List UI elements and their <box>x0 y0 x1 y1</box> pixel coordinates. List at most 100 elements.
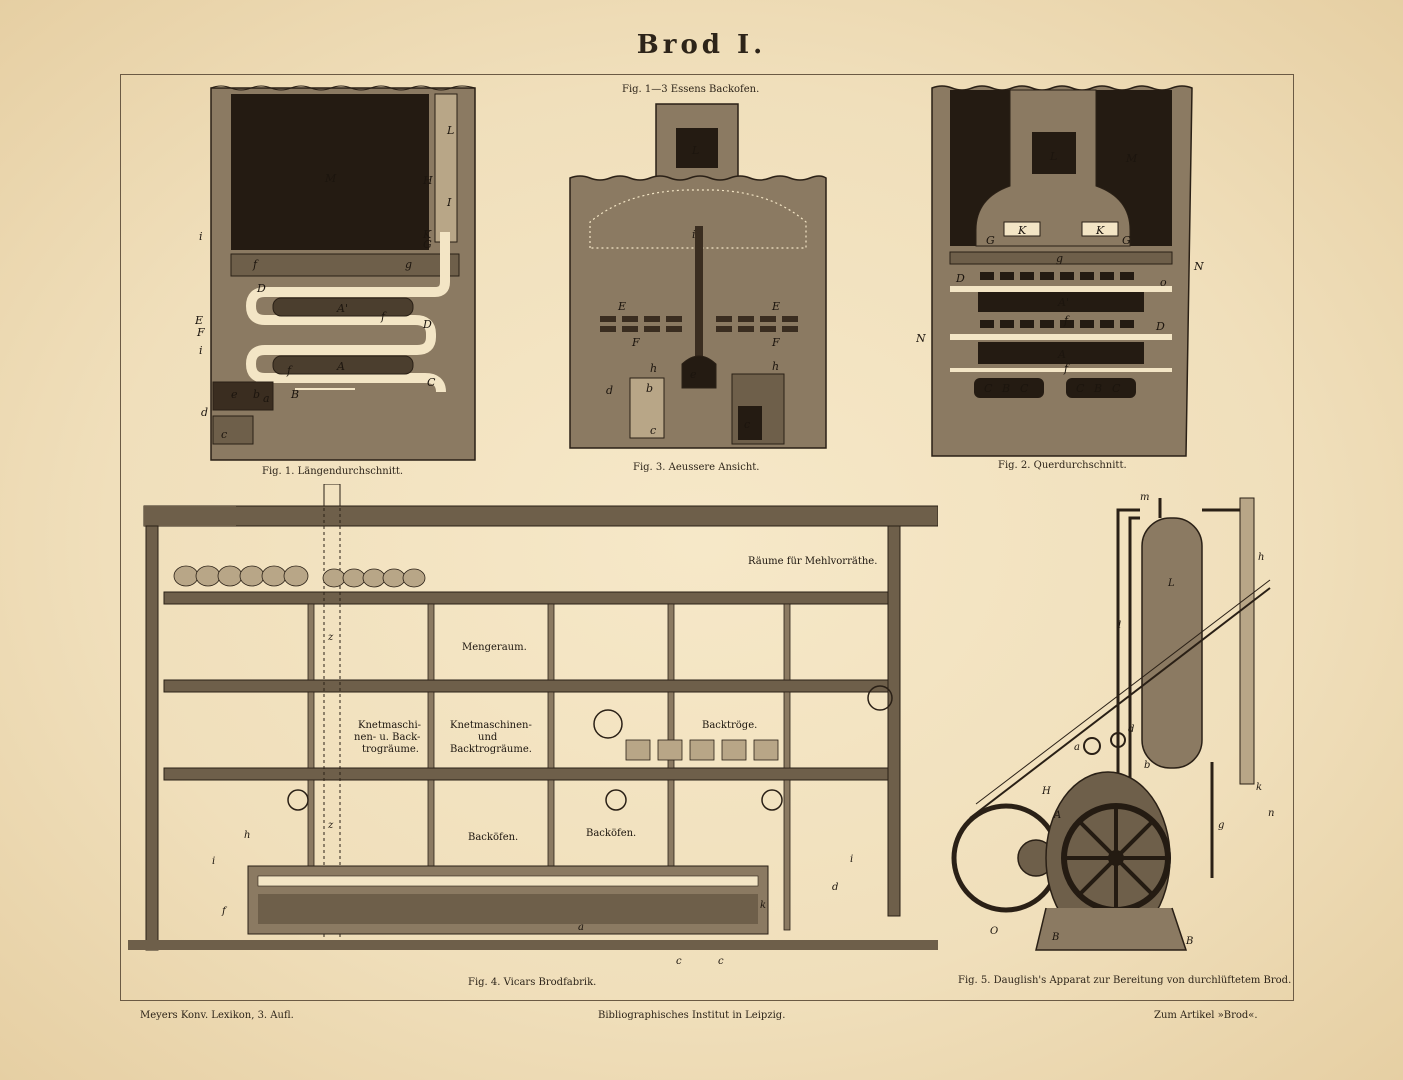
fig3-label: c <box>650 424 656 437</box>
fig4-room-label: Backöfen. <box>468 832 518 843</box>
fig2-label: G <box>1122 234 1131 247</box>
fig2-label: g <box>1056 252 1063 265</box>
fig4-label: i <box>212 856 215 867</box>
fig3-label: d <box>606 384 613 397</box>
fig1-label: i <box>199 344 203 357</box>
fig5-diagonal-rope <box>969 587 1271 819</box>
fig2-line-d2 <box>950 334 1172 340</box>
fig5-label: L <box>1167 578 1175 589</box>
fig5-label: h <box>1258 552 1264 563</box>
fig2-diagram: L M K K G G g N D o A' f D N A f C B C C… <box>916 85 1204 457</box>
fig4-label: z <box>327 820 334 831</box>
fig4-label: h <box>244 830 250 841</box>
fig4-label: c <box>718 956 724 967</box>
fig2-label: C <box>1020 382 1029 395</box>
fig1-label: i <box>199 230 203 243</box>
fig4-right-wall <box>887 525 901 917</box>
fig4-sacks <box>173 565 426 588</box>
fig2-k-right <box>1081 221 1119 237</box>
fig5-tank-spokes <box>1064 806 1168 910</box>
fig1-label: g <box>405 258 412 271</box>
fig3-label: L <box>691 144 699 157</box>
fig1-label: f <box>252 258 259 271</box>
fig5-diagonal-rope-2 <box>975 579 1271 805</box>
fig4-room-label: Mengeraum. <box>462 642 527 653</box>
fig5-valve-a <box>1083 737 1101 755</box>
fig4-room-label: Knetmaschinen- <box>450 720 532 731</box>
fig1-label: a <box>263 392 270 405</box>
fig5-label: g <box>1218 820 1224 831</box>
fig1-caption: Fig. 1. Längendurchschnitt. <box>262 466 404 477</box>
fig3-door-right-opening <box>738 406 762 440</box>
fig2-label: D <box>1155 320 1165 333</box>
fig5-vessel-l <box>1141 517 1203 769</box>
fig1-label: L <box>446 124 454 137</box>
fig4-roof-top-slab <box>143 505 938 527</box>
fig5-label: H <box>1041 786 1051 797</box>
fig1-band-g <box>230 253 460 277</box>
plate-title: Brod I. <box>636 30 767 60</box>
fig3-label: F <box>771 336 780 349</box>
fig5-label: A <box>1053 810 1061 821</box>
fig1-label: A <box>336 360 345 373</box>
fig3-label: c <box>744 418 750 431</box>
fig3-label: h <box>650 362 657 375</box>
fig4-room-label: Räume für Mehlvorräthe. <box>748 556 877 567</box>
fig2-label: C <box>1076 382 1085 395</box>
fig4-room-label: nen- u. Back- <box>354 732 420 743</box>
fig3-door-left <box>629 377 665 439</box>
fig4-roof-main-beam <box>144 506 236 526</box>
fig2-label: K <box>1095 224 1105 237</box>
fig3-label: b <box>646 382 653 395</box>
fig5-pipe-l <box>1128 516 1140 778</box>
fig1-ashpit <box>212 415 254 445</box>
fig2-label: B <box>1093 382 1102 395</box>
plate-frame <box>120 74 1294 1001</box>
fig4-room-label: trogräume. <box>362 744 419 755</box>
fig1-label: H <box>422 174 433 187</box>
fig1-label: A' <box>336 302 348 315</box>
fig2-label: G <box>986 234 995 247</box>
fig4-oven-inner <box>257 875 759 887</box>
fig1-label: f <box>286 364 293 377</box>
fig3-label: F <box>631 336 640 349</box>
fig1-label: B <box>290 388 299 401</box>
fig3-label: E <box>617 300 626 313</box>
fig2-vent-row-2 <box>980 320 1134 328</box>
fig4-label: z <box>327 632 334 643</box>
fig1-label: d <box>201 406 208 419</box>
fig4-wheel-mid <box>605 789 627 811</box>
fig2-label: L <box>1049 150 1057 163</box>
fig3-label: e <box>690 368 697 381</box>
top-caption: Fig. 1—3 Essens Backofen. <box>622 84 760 95</box>
fig2-caption: Fig. 2. Querdurchschnitt. <box>998 460 1127 471</box>
fig5-diagram: m h L l d a b H A g k n O B B <box>951 492 1274 951</box>
fig3-label: h <box>772 360 779 373</box>
fig4-oven-lower <box>258 894 758 924</box>
fig3-flue-l <box>676 128 718 168</box>
fig1-label: K <box>422 228 432 241</box>
fig2-label: K <box>1017 224 1027 237</box>
fig5-stand <box>1035 907 1188 951</box>
fig3-pipe <box>695 226 703 366</box>
fig5-label: n <box>1268 808 1274 819</box>
fig4-room-label: Backöfen. <box>586 828 636 839</box>
fig5-pipe-outer <box>1116 508 1140 780</box>
fig4-wheel-upper <box>867 685 893 711</box>
fig1-chamber-a <box>272 355 414 375</box>
fig4-room-label: und <box>478 732 498 743</box>
fig2-label: B <box>1001 382 1010 395</box>
fig4-room-label: Backtrogräume. <box>450 744 532 755</box>
fig4-wheel-right <box>761 789 783 811</box>
fig1-label: I <box>446 196 452 209</box>
fig3-vent-row-upper <box>600 316 798 322</box>
fig2-label: C <box>984 382 993 395</box>
fig2-label: M <box>1125 152 1138 165</box>
fig3-caption: Fig. 3. Aeussere Ansicht. <box>633 462 760 473</box>
fig3-vent-row-lower <box>600 326 798 332</box>
fig5-label: O <box>990 926 998 937</box>
fig5-label: B <box>1185 936 1193 947</box>
fig2-label: N <box>916 332 926 345</box>
fig5-label: d <box>1128 724 1134 735</box>
fig4-left-wall <box>145 525 159 951</box>
